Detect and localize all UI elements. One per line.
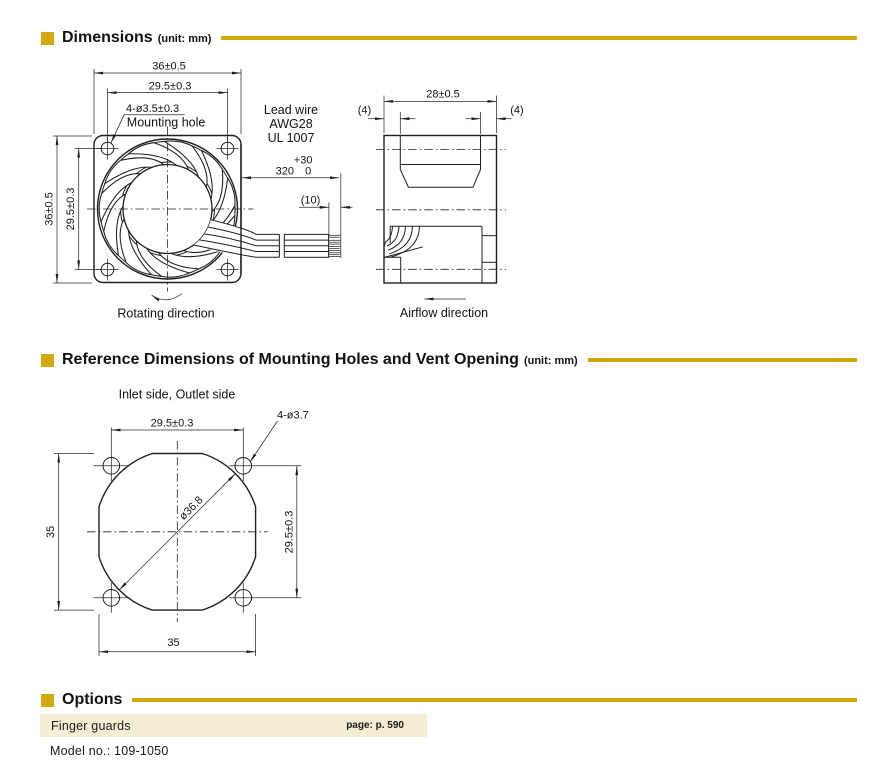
dim-29p5-vent-right: 29.5±0.3 bbox=[283, 511, 295, 554]
lead-wire-note: Lead wire AWG28 UL 1007 bbox=[264, 103, 318, 145]
inlet-outlet-label: Inlet side, Outlet side bbox=[119, 388, 236, 402]
section-bullet-icon bbox=[41, 353, 54, 367]
side-view-drawing: 28±0.5 (4) (4) Airflow direction bbox=[358, 89, 524, 321]
dim-29p5-vent-top: 29.5±0.3 bbox=[151, 418, 194, 430]
dim-4-left: (4) bbox=[358, 105, 371, 117]
airflow-direction-label: Airflow direction bbox=[400, 306, 488, 320]
airflow-direction: Airflow direction bbox=[400, 297, 488, 320]
section-rule bbox=[221, 36, 857, 40]
options-finger-guards-row: Finger guards page: p. 590 bbox=[40, 714, 427, 737]
dim-36-left: 36±0.5 bbox=[44, 192, 56, 226]
side-wire-curl bbox=[383, 226, 424, 258]
vent-view-drawing: Inlet side, Outlet side ø36.8 29.5±0.3 bbox=[45, 388, 309, 656]
hole-note-line1: 4-ø3.5±0.3 bbox=[126, 103, 179, 115]
model-number: Model no.: 109-1050 bbox=[50, 744, 169, 758]
rotating-direction-label: Rotating direction bbox=[117, 307, 214, 321]
section-header-dimensions: Dimensions (unit: mm) bbox=[41, 29, 857, 47]
dim-10: (10) bbox=[301, 195, 321, 207]
dim-29p5-left: 29.5±0.3 bbox=[65, 188, 77, 231]
section-unit-label: (unit: mm) bbox=[523, 355, 578, 367]
section-title: Options bbox=[62, 691, 123, 708]
wire-tinned-end bbox=[329, 234, 341, 257]
dim-28: 28±0.5 bbox=[426, 89, 460, 101]
section-unit-label: (unit: mm) bbox=[157, 33, 212, 45]
section-bullet-icon bbox=[41, 31, 54, 45]
section-bullet-icon bbox=[41, 693, 54, 707]
dim-320-tol-plus: +30 bbox=[294, 155, 313, 167]
section-title: Reference Dimensions of Mounting Holes a… bbox=[62, 351, 519, 368]
side-body bbox=[383, 134, 498, 284]
side-dimensions: 28±0.5 (4) (4) bbox=[358, 89, 524, 134]
front-dimensions: 36±0.5 29.5±0.3 4-ø3.5±0.3 Mounting hole… bbox=[44, 61, 353, 284]
lead-wire-text-3: UL 1007 bbox=[268, 131, 315, 145]
section-header-options: Options bbox=[41, 691, 857, 709]
finger-guards-label: Finger guards bbox=[51, 718, 131, 733]
vent-mounting-holes bbox=[93, 427, 302, 613]
section-rule bbox=[132, 698, 857, 702]
dim-4-right: (4) bbox=[510, 105, 523, 117]
lead-wire-text-2: AWG28 bbox=[269, 117, 312, 131]
front-view-drawing: 36±0.5 29.5±0.3 4-ø3.5±0.3 Mounting hole… bbox=[44, 61, 353, 321]
dim-320: 320 bbox=[276, 166, 294, 178]
vent-dimensions: 29.5±0.3 4-ø3.7 29.5±0.3 35 35 bbox=[45, 410, 309, 656]
section-title: Dimensions bbox=[62, 29, 153, 46]
dim-320-tol-minus: 0 bbox=[305, 166, 311, 178]
dim-35-left: 35 bbox=[45, 526, 57, 538]
hole-note-4-dia-3p7: 4-ø3.7 bbox=[277, 410, 309, 422]
dim-35-bottom: 35 bbox=[167, 637, 179, 649]
lead-wires bbox=[193, 144, 341, 274]
finger-guards-page-ref: page: p. 590 bbox=[346, 720, 404, 731]
rotating-direction: Rotating direction bbox=[117, 293, 215, 321]
section-rule bbox=[587, 358, 857, 362]
hole-note-line2: Mounting hole bbox=[127, 116, 206, 130]
section-header-reference: Reference Dimensions of Mounting Holes a… bbox=[41, 351, 857, 369]
dim-dia-36p8: ø36.8 bbox=[177, 494, 205, 522]
lead-wire-text-1: Lead wire bbox=[264, 103, 318, 117]
vent-opening-shape bbox=[98, 452, 257, 611]
dim-36-top: 36±0.5 bbox=[152, 61, 186, 73]
dim-29p5-top: 29.5±0.3 bbox=[149, 81, 192, 93]
